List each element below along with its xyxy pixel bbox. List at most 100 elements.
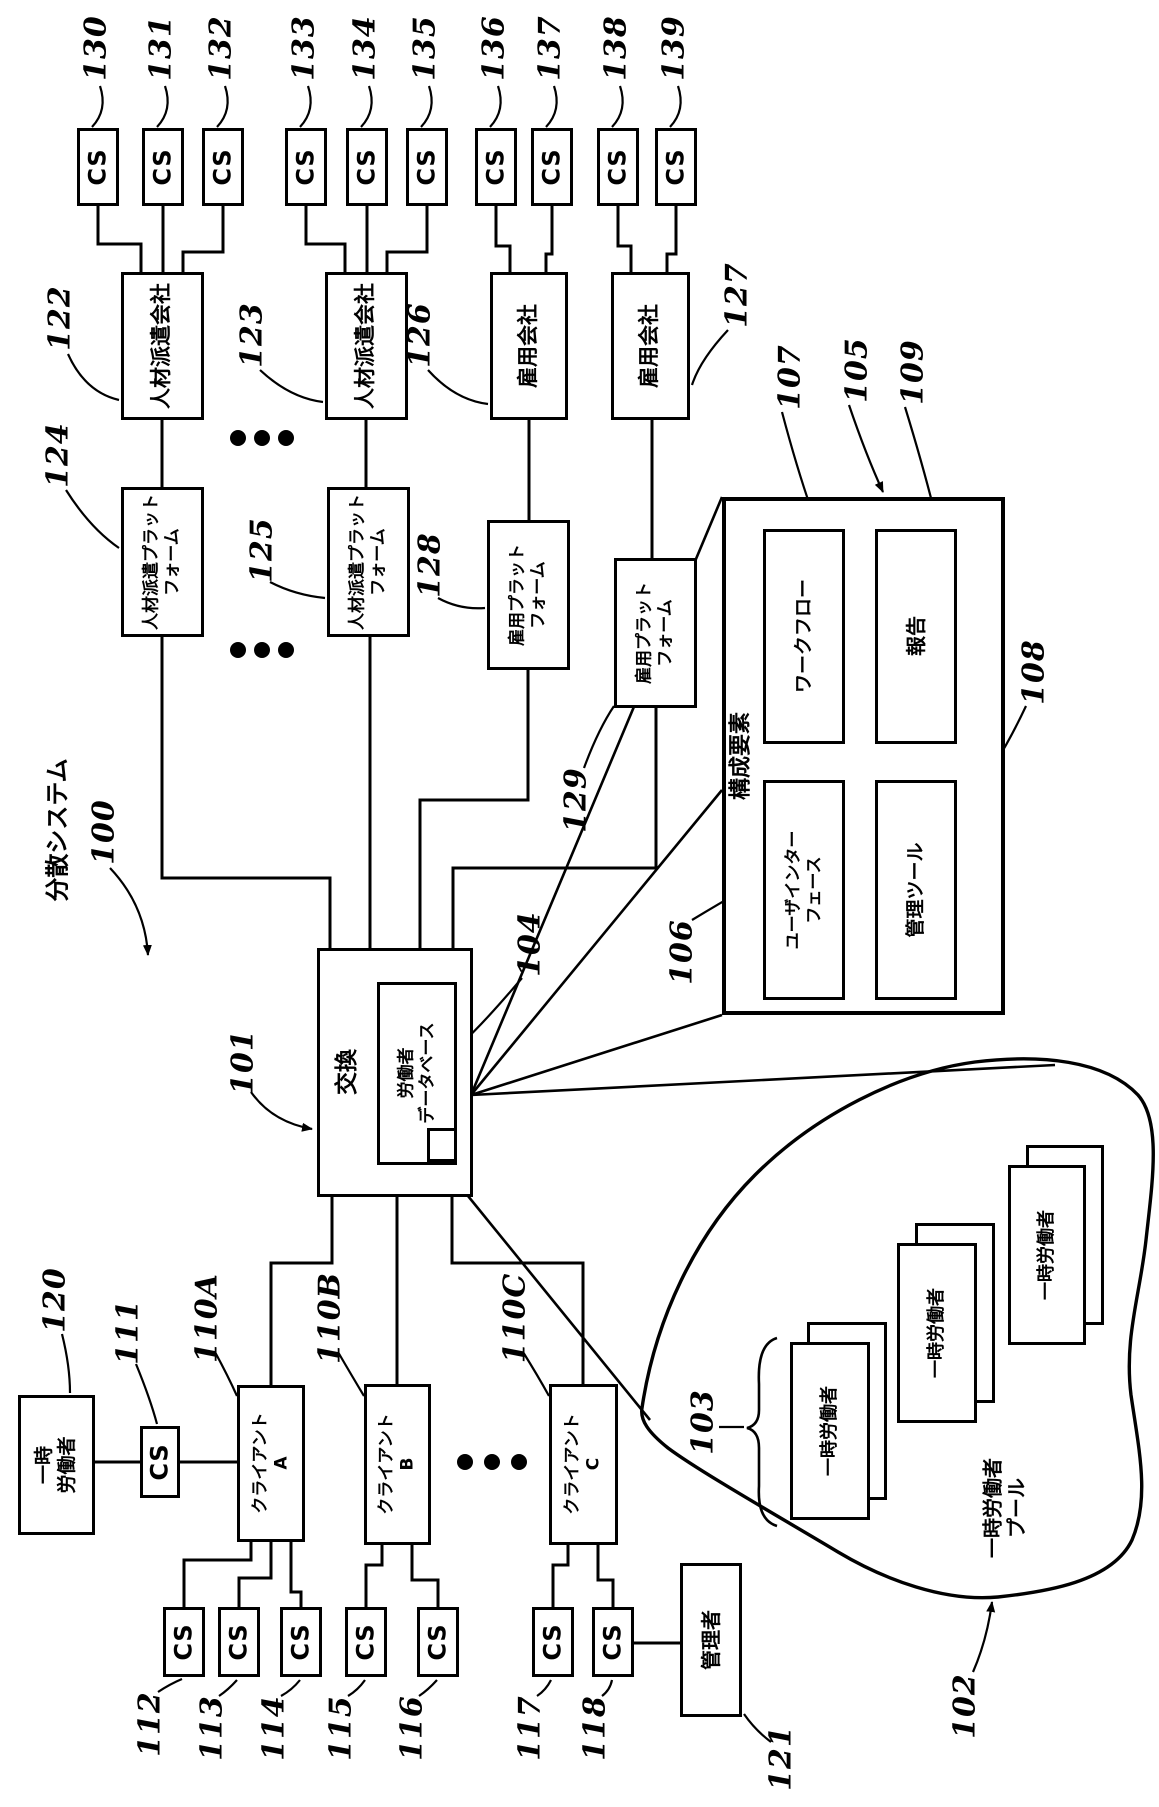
ref-numeral-125: 125 [244, 517, 280, 583]
ref-numeral-139: 139 [656, 15, 692, 81]
explosion-line [469, 789, 724, 1096]
ref-numeral-113: 113 [194, 1695, 230, 1761]
temp-worker-c [790, 1342, 870, 1520]
worker-database-104-label: 労働者 データベース [396, 1022, 437, 1124]
temp-worker-120 [17, 1395, 95, 1535]
report-109-label: 報告 [903, 616, 928, 656]
platform-128-label: 雇用プラット フォーム [507, 544, 548, 646]
ref-numeral-134: 134 [347, 15, 383, 81]
components-label: 構成要素 [728, 711, 754, 801]
report-109 [875, 528, 957, 744]
client-c-110c-label: クライアント C [562, 1413, 603, 1515]
ref-numeral-105: 105 [839, 337, 875, 403]
company-122-label: 人材派遣会社 [149, 283, 174, 409]
platform-128 [486, 520, 570, 670]
ref-numeral-104: 104 [512, 911, 548, 977]
cs-terminal-label: CS [286, 1623, 315, 1661]
cs-terminal [77, 128, 119, 206]
ref-numeral-132: 132 [203, 15, 239, 81]
ref-numeral-101: 101 [225, 1029, 261, 1095]
cs-terminal [345, 1607, 387, 1677]
ref-numeral-114: 114 [256, 1695, 292, 1761]
cs-terminal [655, 128, 697, 206]
ref-numeral-129: 129 [558, 767, 594, 833]
client-a-110a-label: クライアント A [250, 1412, 291, 1514]
ref-numeral-123: 123 [234, 302, 270, 368]
ref-numeral-116: 116 [394, 1695, 430, 1761]
ref-numeral-135: 135 [407, 15, 443, 81]
ref-numeral-110A: 110A [189, 1273, 225, 1363]
company-127-label: 雇用会社 [637, 304, 662, 388]
cs-terminal-label: CS [291, 148, 320, 186]
company-126-label: 雇用会社 [516, 304, 541, 388]
temp-worker-a-label: 一時労働者 [1036, 1210, 1058, 1300]
cs-terminal-label: CS [538, 1623, 567, 1661]
company-127 [610, 272, 690, 420]
company-122 [120, 272, 204, 420]
user-interface-106-label: ユーザインター フェース [783, 830, 824, 950]
cs-terminal [280, 1607, 322, 1677]
ref-numeral-117: 117 [512, 1695, 548, 1761]
administrator-121-label: 管理者 [698, 1610, 723, 1670]
brace-103 [746, 1336, 778, 1528]
ref-numeral-106: 106 [664, 919, 700, 985]
user-interface-106 [763, 780, 845, 1000]
cs-terminal [218, 1607, 260, 1677]
company-126 [490, 272, 568, 420]
workflow-107-label: ワークフロー [792, 578, 815, 694]
client-a-110a [237, 1384, 305, 1542]
cs-terminal-label: CS [169, 1623, 198, 1661]
management-tools-108 [875, 780, 957, 1000]
explosion-line [470, 1063, 1056, 1097]
ref-numeral-111: 111 [110, 1299, 146, 1365]
ref-numeral-103: 103 [685, 1389, 721, 1455]
cs-terminal [532, 1607, 574, 1677]
cs-terminal-label: CS [148, 148, 177, 186]
ref-numeral-127: 127 [719, 262, 755, 328]
cs-terminal-label: CS [352, 148, 381, 186]
platform-125-label: 人材派遣プラット フォーム [347, 494, 388, 630]
ref-numeral-102: 102 [947, 1673, 983, 1739]
cs-terminal-label: CS [661, 148, 690, 186]
ref-numeral-109: 109 [895, 339, 931, 405]
cs-terminal-label: CS [145, 1443, 174, 1481]
ref-numeral-107: 107 [772, 344, 808, 410]
cs-terminal [597, 128, 639, 206]
cs-terminal [140, 1426, 180, 1498]
ref-numeral-121: 121 [763, 1725, 799, 1791]
ref-numeral-126: 126 [402, 302, 438, 368]
temp-worker-b-label: 一時労働者 [926, 1288, 948, 1378]
ref-numeral-136: 136 [476, 15, 512, 81]
cs-terminal-label: CS [423, 1623, 452, 1661]
temp-worker-c-label: 一時労働者 [819, 1386, 841, 1476]
ref-numeral-112: 112 [132, 1691, 168, 1757]
cs-terminal-label: CS [598, 1623, 627, 1661]
ref-numeral-110C: 110C [497, 1272, 533, 1364]
ref-numeral-124: 124 [40, 422, 76, 488]
workflow-107 [763, 528, 845, 744]
pool-label: 一時労働者 プール [980, 1458, 1029, 1558]
temp-worker-a [1008, 1165, 1086, 1345]
ref-numeral-138: 138 [598, 15, 634, 81]
client-b-110b-label: クライアント B [376, 1413, 417, 1515]
exchange-label: 交換 [333, 1049, 360, 1095]
worker-pool-blob [640, 1057, 1155, 1600]
ref-numeral-128: 128 [412, 532, 448, 598]
client-b-110b [363, 1383, 431, 1545]
administrator-121 [680, 1563, 742, 1717]
ref-numeral-120: 120 [37, 1267, 73, 1333]
ref-numeral-110B: 110B [312, 1272, 348, 1364]
ref-numeral-115: 115 [323, 1695, 359, 1761]
temp-worker-b [897, 1243, 977, 1423]
cs-terminal-label: CS [351, 1623, 380, 1661]
cs-terminal [417, 1607, 459, 1677]
cs-terminal [285, 128, 327, 206]
cs-terminal [142, 128, 184, 206]
ref-numeral-108: 108 [1016, 639, 1052, 705]
cs-terminal-label: CS [224, 1623, 253, 1661]
cs-terminal [406, 128, 448, 206]
client-c-110c [548, 1383, 618, 1545]
cs-terminal [346, 128, 388, 206]
